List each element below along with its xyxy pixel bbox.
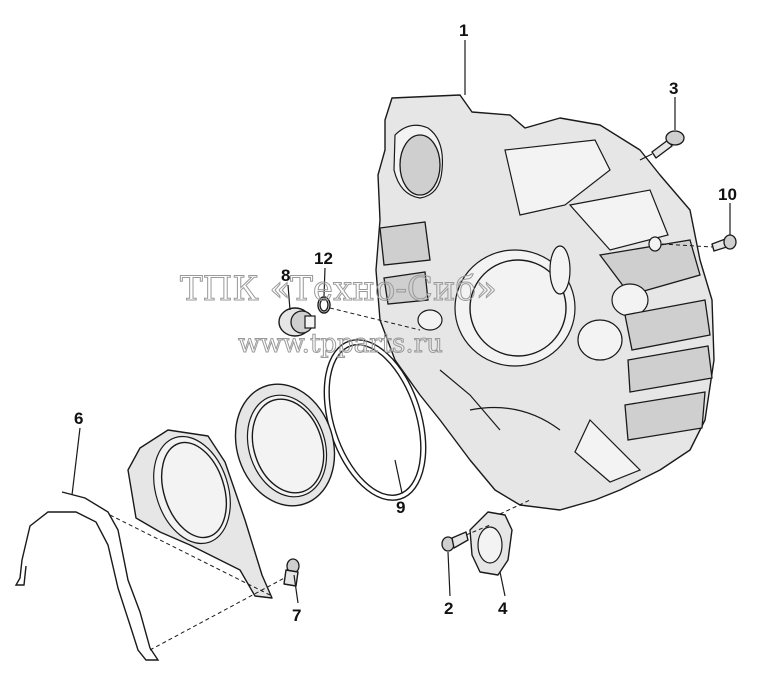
plug-part-8 [278, 307, 316, 337]
o-ring-part-12 [317, 296, 421, 331]
bolt-part-2 [441, 524, 491, 552]
bolt-part-3 [639, 130, 685, 161]
flywheel-housing [375, 94, 715, 511]
bolt-part-10 [648, 234, 737, 252]
cover-part-4 [469, 499, 531, 576]
callout-label-4: 4 [498, 599, 508, 618]
callout-label-2: 2 [444, 599, 453, 618]
oil-seal-ring [234, 383, 336, 507]
callout-label-6: 6 [74, 409, 83, 428]
callout-label-10: 10 [718, 185, 737, 204]
leader-lines [71, 40, 731, 604]
callout-label-9: 9 [396, 498, 405, 517]
callout-label-3: 3 [669, 79, 678, 98]
callout-label-1: 1 [459, 21, 468, 40]
gasket-part-6 [14, 491, 291, 661]
callout-label-8: 8 [281, 266, 290, 285]
rear-seal-cover [127, 429, 273, 599]
watermark-url: www.tpparts.ru [238, 329, 443, 359]
watermark-company: ТПК «Техно-Сиб» [180, 269, 497, 309]
bolt-part-7 [283, 558, 300, 587]
callout-label-12: 12 [314, 249, 333, 268]
callout-label-7: 7 [292, 606, 301, 625]
